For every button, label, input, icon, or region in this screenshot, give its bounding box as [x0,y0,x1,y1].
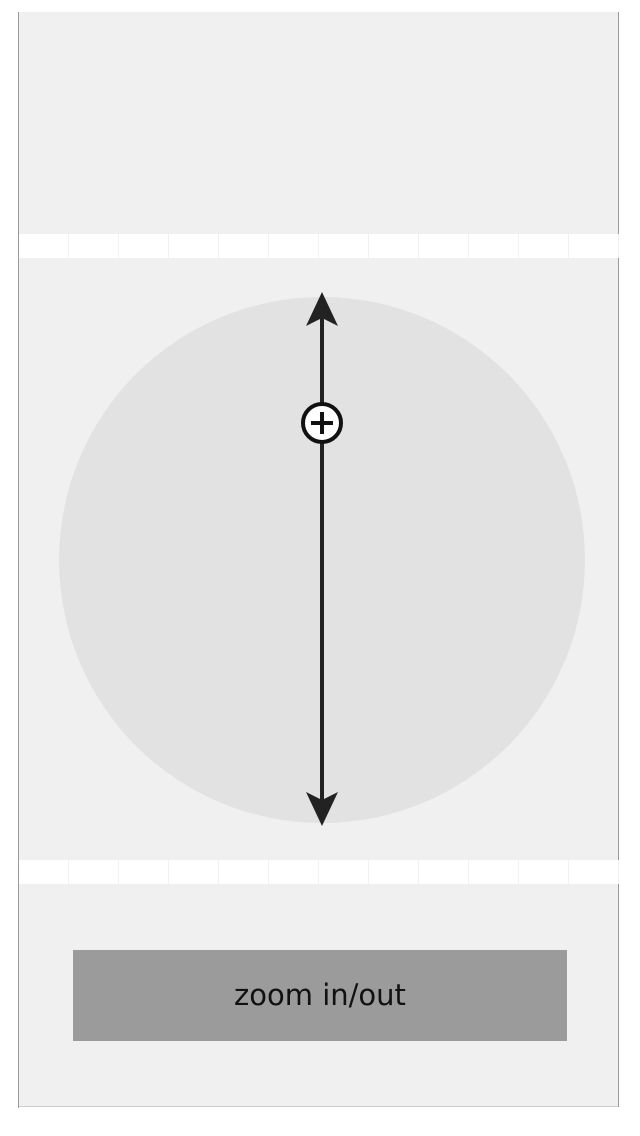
arrow-down-icon [306,792,338,826]
arrow-up-icon [306,292,338,326]
bottom-panel-edge [618,884,619,1107]
divider-strip-top [19,234,619,258]
top-panel-edge [618,12,619,234]
gesture-panel-edge [618,258,619,860]
zoom-in-out-button[interactable]: zoom in/out [73,950,567,1041]
app-frame [18,12,620,1108]
zoom-in-plus-icon [301,402,343,444]
top-panel [19,12,619,234]
divider-strip-bottom [19,860,619,884]
